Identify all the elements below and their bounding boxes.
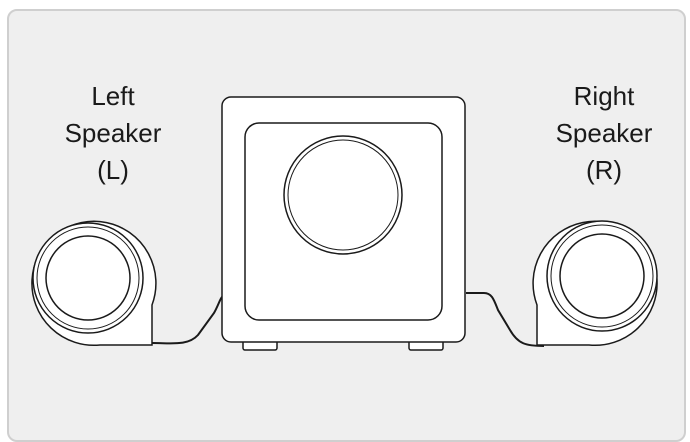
left-speaker-rim-inner	[36, 226, 140, 330]
subwoofer-driver-inner	[287, 139, 399, 251]
right-speaker-label-line2: Speaker	[555, 118, 653, 148]
left-speaker	[31, 220, 157, 347]
left-speaker-label-line1: Left	[91, 81, 135, 111]
left-speaker-label: Left Speaker (L)	[33, 78, 193, 189]
right-speaker-label: Right Speaker (R)	[524, 78, 684, 189]
right-speaker	[532, 220, 658, 347]
left-speaker-label-line3: (L)	[97, 155, 129, 185]
right-speaker-label-line1: Right	[573, 81, 635, 111]
subwoofer	[221, 96, 466, 343]
subwoofer-driver-outer	[283, 135, 403, 255]
right-speaker-label-line3: (R)	[585, 155, 623, 185]
left-speaker-label-line2: Speaker	[64, 118, 162, 148]
left-speaker-driver	[45, 235, 131, 321]
right-speaker-rim-inner	[550, 224, 654, 328]
right-speaker-cable	[466, 292, 545, 347]
right-speaker-driver	[559, 233, 645, 319]
left-speaker-cable	[151, 296, 223, 345]
